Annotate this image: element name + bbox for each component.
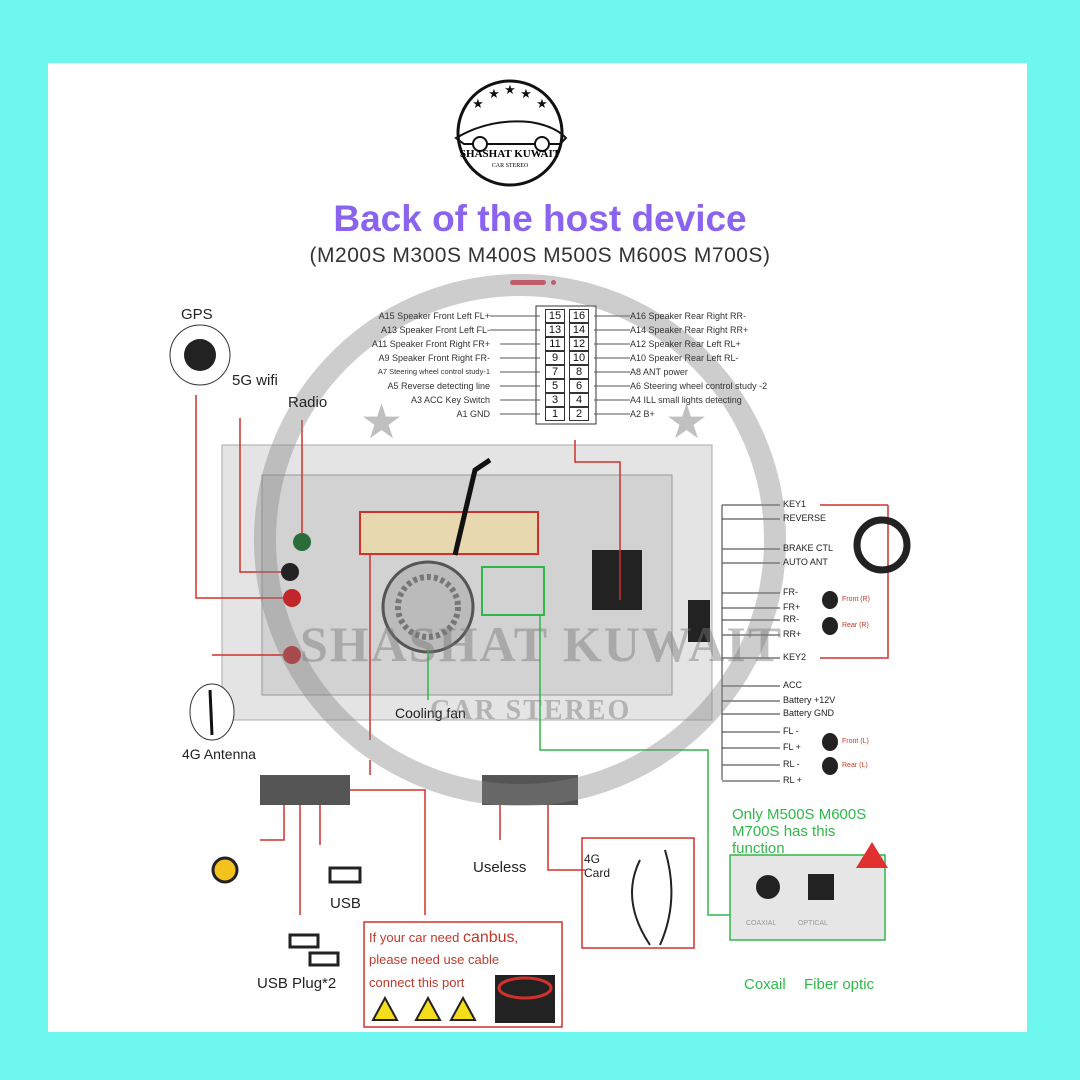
svg-text:★: ★ [488, 86, 500, 101]
harness-label: AUTO ANT [783, 557, 828, 567]
harness-label: FR+ [783, 602, 801, 612]
pin-number: 5 [545, 379, 565, 393]
pin-label: A11 Speaker Front Right FR+ [371, 339, 490, 349]
harness-label: RL - [783, 759, 800, 769]
speaker-label: Rear (L) [842, 762, 868, 769]
pin-label: A3 ACC Key Switch [410, 395, 490, 405]
pin-number: 10 [569, 351, 589, 365]
pin-number: 16 [569, 309, 589, 323]
harness-label: KEY1 [783, 499, 807, 509]
note-line-2: M700S has this [732, 823, 836, 840]
canbus-line-3: connect this port [369, 975, 465, 990]
harness-label: Battery +12V [783, 695, 836, 705]
cooling-fan-label: Cooling fan [395, 705, 466, 721]
pin-label: A16 Speaker Rear Right RR- [630, 311, 747, 321]
pin-label: A6 Steering wheel control study -2 [630, 381, 768, 391]
harness-label: FR- [783, 587, 798, 597]
svg-text:★: ★ [536, 96, 548, 111]
svg-text:★: ★ [360, 396, 403, 449]
title-underline [510, 280, 546, 285]
coaxial-port-label: COAXIAL [746, 920, 777, 927]
canbus-emphasis: canbus [462, 929, 515, 946]
pin-label: A7 Steering wheel control study-1 [377, 367, 490, 376]
note-line-1: Only M500S M600S [732, 806, 867, 823]
harness-label: REVERSE [783, 513, 827, 523]
svg-text:★: ★ [472, 96, 484, 111]
canbus-comma: , [514, 930, 519, 945]
fiber-optic-label: Fiber optic [804, 976, 875, 993]
note-line-3: function [732, 840, 785, 857]
pin-number: 14 [569, 323, 589, 337]
usb-label: USB [330, 895, 361, 912]
harness-label: FL - [783, 726, 799, 736]
pin-number: 13 [545, 323, 565, 337]
pin-label: A2 B+ [630, 409, 655, 419]
wifi-label: 5G wifi [232, 372, 278, 389]
pin-label: A13 Speaker Front Left FL- [380, 325, 490, 335]
speaker-label: Front (R) [842, 596, 870, 603]
title-dot [551, 280, 556, 285]
svg-text:★: ★ [665, 396, 708, 449]
canbus-line-2: please need use cable [369, 952, 500, 967]
svg-text:★: ★ [504, 82, 516, 97]
coaxial-label: Coxail [744, 976, 786, 993]
radio-label: Radio [288, 394, 328, 411]
logo-tagline: CAR STEREO [491, 163, 529, 169]
speaker-label: Front (L) [842, 738, 869, 745]
useless-label: Useless [473, 859, 527, 876]
harness-label: ACC [783, 680, 803, 690]
pin-number: 2 [569, 407, 589, 421]
pin-number: 8 [569, 365, 589, 379]
pin-number: 11 [545, 337, 565, 351]
pin-number: 1 [545, 407, 565, 421]
logo-brand: SHASHAT KUWAIT [459, 148, 561, 160]
pin-number: 7 [545, 365, 565, 379]
card-4g-label-1: 4G [584, 852, 601, 866]
pin-number: 3 [545, 393, 565, 407]
pin-number: 12 [569, 337, 589, 351]
optical-port-label: OPTICAL [798, 920, 828, 927]
pin-label: A15 Speaker Front Left FL+ [378, 311, 490, 321]
harness-label: RL + [783, 775, 802, 785]
harness-label: RR- [783, 614, 799, 624]
card-4g-label-2: Card [584, 866, 611, 880]
watermark-brand: SHASHAT KUWAIT [300, 616, 784, 672]
watermark-tagline: CAR STEREO [430, 695, 632, 726]
pin-label: A14 Speaker Rear Right RR+ [630, 325, 749, 335]
pin-label: A9 Speaker Front Right FR- [378, 353, 490, 363]
pin-label: A10 Speaker Rear Left RL- [630, 353, 739, 363]
pin-label: A5 Reverse detecting line [387, 381, 490, 391]
pin-number: 9 [545, 351, 565, 365]
harness-label: Battery GND [783, 708, 835, 718]
page-title: Back of the host device [333, 198, 747, 239]
harness-label: KEY2 [783, 652, 807, 662]
pin-label: A12 Speaker Rear Left RL+ [630, 339, 741, 349]
brand-logo: ★ ★ ★ ★ ★ [454, 79, 568, 187]
pin-number: 6 [569, 379, 589, 393]
harness-label: BRAKE CTL [783, 543, 834, 553]
gps-label: GPS [181, 306, 213, 323]
svg-text:★: ★ [520, 86, 532, 101]
pin-label: A4 ILL small lights detecting [630, 395, 742, 405]
speaker-label: Rear (R) [842, 622, 869, 629]
harness-label: RR+ [783, 629, 802, 639]
pin-label: A1 GND [456, 409, 490, 419]
antenna-4g-label: 4G Antenna [182, 746, 256, 762]
model-list: (M200S M300S M400S M500S M600S M700S) [309, 244, 771, 267]
pin-label: A8 ANT power [630, 367, 688, 377]
usb-plug-label: USB Plug*2 [257, 975, 337, 992]
harness-label: FL + [783, 742, 801, 752]
pin-number: 4 [569, 393, 589, 407]
canbus-text: If your car need [369, 930, 463, 945]
canbus-line-1: If your car need canbus, [369, 929, 518, 947]
pin-number: 15 [545, 309, 565, 323]
